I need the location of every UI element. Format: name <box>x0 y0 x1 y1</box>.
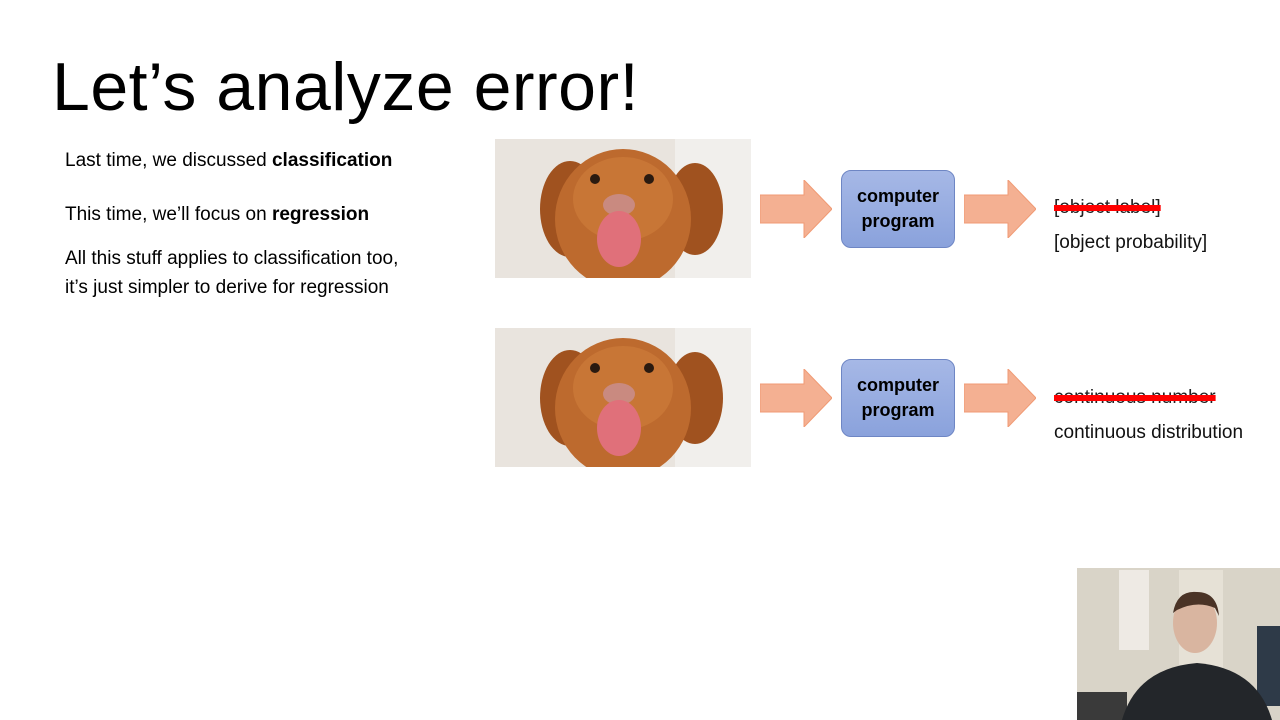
bullet-regression: This time, we’ll focus on regression <box>65 200 369 229</box>
bullet-text: Last time, we discussed <box>65 150 272 171</box>
dog-photo <box>495 328 751 467</box>
bullet-bold: regression <box>271 204 370 225</box>
bullet-classification: Last time, we discussed classification <box>65 146 392 175</box>
dog-photo <box>495 139 751 278</box>
new-output: continuous distribution <box>1054 422 1244 443</box>
slide-title: Let’s analyze error! <box>52 49 640 125</box>
program-label: program <box>861 211 935 231</box>
computer-program-box: computer program <box>841 170 955 248</box>
bullet-applies: All this stuff applies to classification… <box>65 244 398 302</box>
right-arrow-icon <box>760 180 832 238</box>
program-label: program <box>861 400 935 420</box>
old-output-struck: continuous number <box>1054 387 1216 408</box>
bullet-text: This time, we’ll focus on <box>65 204 272 225</box>
bullet-line: All this stuff applies to classification… <box>65 248 399 269</box>
old-output-struck: [object label] <box>1054 197 1161 218</box>
program-label: computer <box>856 375 939 395</box>
bullet-line: it’s just simpler to derive for regressi… <box>65 277 389 298</box>
program-label: computer <box>856 186 939 206</box>
webcam-video <box>1077 568 1280 720</box>
right-arrow-icon <box>964 369 1036 427</box>
new-output: [object probability] <box>1054 232 1208 253</box>
computer-program-box: computer program <box>841 359 955 437</box>
right-arrow-icon <box>964 180 1036 238</box>
right-arrow-icon <box>760 369 832 427</box>
bullet-bold: classification <box>271 150 393 171</box>
